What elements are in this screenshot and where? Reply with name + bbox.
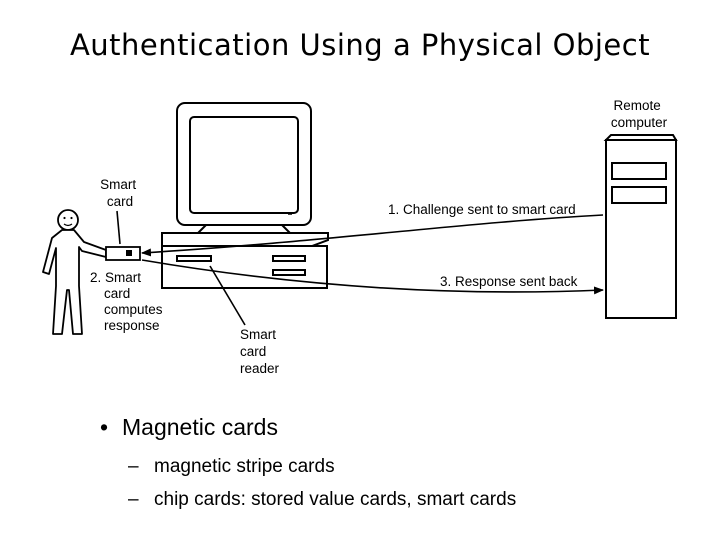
bullet-dot-icon: • — [100, 414, 109, 440]
computer-base-icon — [161, 232, 329, 289]
response-arrow — [141, 259, 604, 295]
bullet-text: Magnetic cards — [122, 414, 278, 440]
reader-pointer — [209, 265, 246, 326]
sub-bullet-item: –chip cards: stored value cards, smart c… — [128, 483, 516, 516]
connection-lines — [116, 210, 604, 326]
bullet-item-magnetic-cards: • Magnetic cards — [100, 412, 516, 442]
sub-bullet-list: –magnetic stripe cards –chip cards: stor… — [128, 450, 516, 516]
step2-label: 2. Smart card computes response — [90, 270, 166, 333]
sub-bullet-item: –magnetic stripe cards — [128, 450, 516, 483]
dash-icon: – — [128, 456, 139, 477]
smart-card-label: Smart card — [100, 177, 140, 209]
challenge-arrow — [141, 214, 604, 257]
local-computer — [161, 102, 329, 289]
step1-label: 1. Challenge sent to smart card — [388, 202, 576, 217]
step3-label: 3. Response sent back — [440, 274, 578, 289]
dash-icon: – — [128, 489, 139, 510]
bullet-list: • Magnetic cards –magnetic stripe cards –… — [100, 412, 516, 516]
remote-computer-tower-icon — [603, 134, 678, 319]
smart-card-pointer — [116, 210, 121, 245]
slide-title: Authentication Using a Physical Object — [69, 28, 651, 62]
smart-card-icon — [105, 246, 141, 261]
authentication-diagram: Remote computer Smart card 1. Challenge … — [42, 98, 678, 376]
reader-label: Smart card reader — [240, 327, 280, 376]
sub-bullet-text: magnetic stripe cards — [154, 456, 335, 477]
diagram-labels: Remote computer Smart card 1. Challenge … — [90, 98, 668, 376]
monitor-icon — [176, 102, 312, 234]
remote-computer-label: Remote computer — [611, 98, 668, 130]
sub-bullet-text: chip cards: stored value cards, smart ca… — [154, 489, 517, 510]
